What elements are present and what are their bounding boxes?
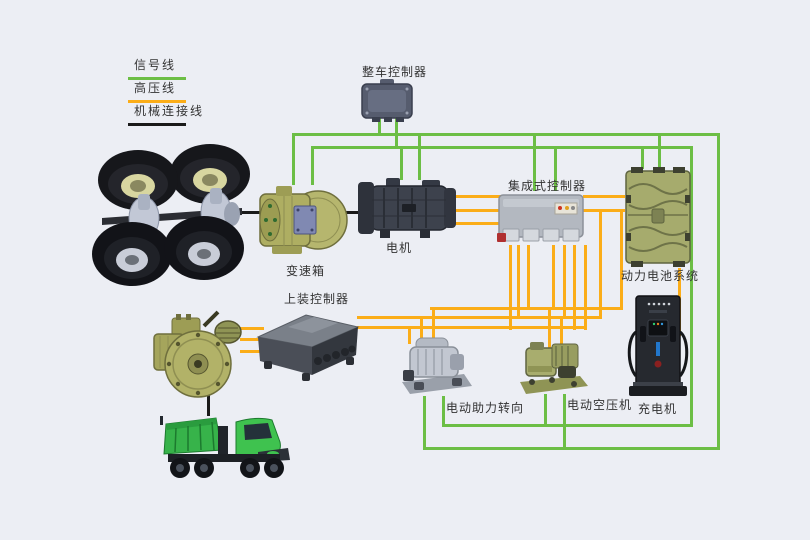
wire-segment-hv (432, 310, 435, 344)
truck (160, 408, 294, 486)
battery-graphic (625, 167, 691, 267)
wire-segment-hv (584, 245, 587, 330)
vehicle-controller (360, 79, 414, 123)
wheel-axle-assembly (92, 142, 252, 300)
wire-segment-signal (533, 133, 536, 191)
upper-controller-label: 上装控制器 (284, 292, 350, 306)
wire-segment-hv (552, 245, 555, 310)
wire-segment-hv (583, 209, 625, 212)
legend-swatch-mech (128, 123, 186, 126)
wire-segment-signal (311, 146, 692, 149)
upper-controller-graphic (256, 314, 360, 381)
wheel-axle-graphic (92, 144, 250, 286)
upper-controller (254, 305, 362, 387)
wire-segment-hv (527, 245, 530, 310)
power-steering-unit (400, 334, 474, 398)
legend-label-mech: 机械连接线 (134, 104, 205, 118)
wire-segment-signal (292, 133, 295, 185)
wire-segment-signal (690, 146, 693, 427)
wire-segment-hv (357, 326, 587, 329)
gearbox (258, 182, 348, 260)
wire-segment-hv (420, 319, 423, 344)
compressor-label: 电动空压机 (567, 398, 633, 412)
wire-segment-signal (423, 396, 426, 450)
integrated-controller (497, 189, 585, 247)
wire-segment-signal (442, 424, 693, 427)
steering-graphic (402, 337, 472, 394)
wire-segment-signal (641, 146, 644, 169)
motor-graphic (358, 178, 456, 238)
wire-segment-hv (548, 310, 551, 348)
motor-label: 电机 (386, 241, 413, 255)
drive-motor (356, 178, 458, 240)
wire-segment-hv (573, 245, 576, 330)
wire-segment-signal (658, 133, 661, 169)
legend-item-hv: 高压线 (128, 79, 204, 103)
battery-label: 动力电池系统 (621, 269, 700, 283)
legend: 信号线 高压线 机械连接线 (128, 56, 205, 126)
legend-item-signal: 信号线 (128, 56, 204, 80)
compressor-graphic (520, 342, 588, 394)
vcu-label: 整车控制器 (362, 65, 428, 79)
charger-graphic (627, 295, 689, 396)
truck-graphic (160, 416, 290, 478)
wire-segment-hv (357, 316, 602, 319)
gearbox-graphic (259, 186, 348, 254)
wire-segment-signal (563, 394, 566, 450)
legend-item-mech: 机械连接线 (128, 102, 205, 126)
wire-segment-hv (583, 195, 625, 198)
auxiliary-drive-graphic (153, 310, 242, 398)
wire-segment-hv (240, 350, 264, 353)
charger-label: 充电机 (638, 402, 678, 416)
wire-segment-signal (442, 396, 445, 427)
wire-segment-hv (455, 209, 503, 212)
wire-segment-mech (207, 394, 210, 416)
wire-segment-hv (563, 245, 566, 319)
wire-segment-hv (560, 319, 563, 348)
battery-pack (623, 167, 693, 267)
wire-segment-hv (240, 338, 264, 341)
wire-segment-signal (423, 447, 720, 450)
wire-segment-hv (455, 222, 503, 225)
wire-segment-hv (455, 195, 503, 198)
wire-segment-signal (292, 133, 719, 136)
vcu-graphic (361, 79, 413, 122)
wire-segment-hv (408, 329, 411, 344)
legend-label-hv: 高压线 (134, 81, 177, 95)
wire-segment-signal (400, 146, 403, 180)
air-compressor-unit (518, 338, 590, 398)
legend-swatch-hv (128, 100, 186, 103)
wire-segment-mech (340, 211, 360, 214)
auxiliary-drive-unit (146, 306, 246, 402)
wire-segment-signal (378, 118, 381, 134)
wire-segment-hv (430, 307, 623, 310)
legend-label-signal: 信号线 (134, 58, 177, 72)
wire-segment-hv (517, 245, 520, 319)
gearbox-label: 变速箱 (286, 264, 326, 278)
integrated-controller-label: 集成式控制器 (508, 179, 587, 193)
wire-segment-signal (544, 394, 547, 427)
wire-segment-signal (554, 146, 557, 191)
wire-segment-signal (311, 146, 314, 185)
wire-segment-hv (599, 212, 602, 319)
wire-segment-mech (234, 211, 260, 214)
wire-segment-signal (418, 133, 421, 180)
wire-segment-hv (620, 212, 623, 310)
legend-swatch-signal (128, 77, 186, 80)
steering-label: 电动助力转向 (446, 401, 525, 415)
wire-segment-hv (509, 245, 512, 330)
integrated-controller-graphic (497, 194, 584, 242)
wire-segment-signal (717, 133, 720, 450)
wire-segment-hv (240, 327, 264, 330)
charging-station (627, 294, 689, 400)
